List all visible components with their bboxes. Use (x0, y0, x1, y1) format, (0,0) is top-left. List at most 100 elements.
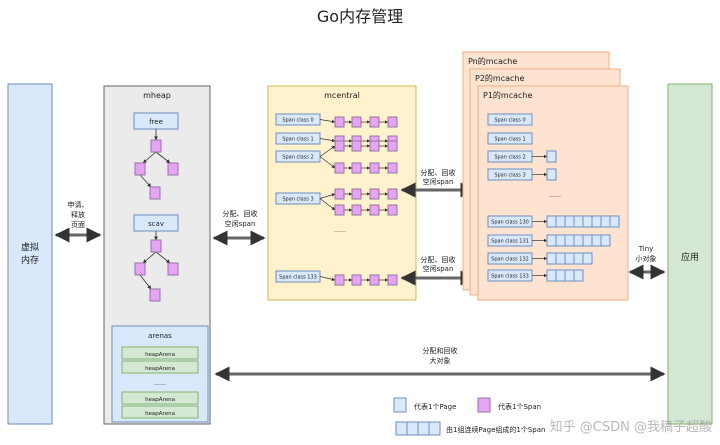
mcentral-span-class-label: Span class 2 (282, 155, 313, 161)
span-block (351, 274, 362, 286)
cache-page-block (546, 269, 557, 282)
link-arrow (319, 198, 336, 211)
span-block (351, 162, 362, 174)
heap-arena-label: heapArena (145, 352, 175, 358)
cache-page-block (591, 234, 602, 247)
mcentral-mcache-arrow-bottom-label-2: 空闲span (423, 264, 454, 273)
span-block (351, 204, 362, 216)
mheap-label: mheap (143, 91, 171, 100)
mcentral-ellipsis: …… (334, 227, 346, 234)
cache-page-block (555, 215, 566, 228)
virtual-memory-label-2: 内存 (21, 254, 39, 266)
cache-page-block (564, 252, 575, 265)
mcentral-span-classes: Span class 0 Span class 1 Span class 2 Span… (275, 113, 398, 286)
mcentral-span-class-label: Span class 0 (282, 118, 313, 124)
large-object-arrow-label-1: 分配和回收 (423, 346, 458, 355)
legend-page-label: 代表1个Page (414, 402, 456, 411)
span-block (387, 162, 398, 174)
span-block (351, 140, 362, 152)
heap-arena (121, 391, 199, 405)
large-object-arrow-label-2: 大对象 (430, 356, 451, 365)
span-block (387, 188, 398, 200)
virtual-memory-label-1: 虚拟 (21, 241, 39, 253)
mcache-ellipsis: …… (549, 192, 561, 199)
legend-span-label: 代表1个Span (498, 402, 541, 411)
page-title: Go内存管理 (317, 7, 403, 26)
heap-arena-list: heapArena heapArena …… heapArena heapAre… (121, 346, 199, 419)
application-label: 应用 (681, 251, 699, 263)
cache-page-block (555, 252, 566, 265)
free-span-tree (134, 129, 179, 200)
tiny-object-arrow-label-2: 小对象 (636, 254, 657, 263)
free-span (167, 162, 179, 176)
span-block (369, 116, 380, 128)
virtual-memory-box (7, 83, 53, 425)
heap-arena-label: heapArena (145, 366, 175, 372)
heap-arena-label: heapArena (145, 397, 175, 403)
pn-mcache-label: Pn的mcache (468, 56, 517, 66)
scav-span (149, 288, 161, 302)
cache-page-block (609, 215, 620, 228)
cache-page-block (573, 234, 584, 247)
span-block (334, 116, 345, 128)
span-block (387, 204, 398, 216)
span-block (334, 274, 345, 286)
mheap-mcentral-arrow-label-2: 空闲span (225, 219, 256, 228)
span-block (334, 162, 345, 174)
cache-page-block (564, 269, 575, 282)
arenas-label: arenas (148, 332, 172, 340)
cache-page-block (546, 252, 557, 265)
cache-page-block (546, 215, 557, 228)
scav-span (150, 239, 162, 253)
span-block (387, 116, 398, 128)
link-arrow (319, 138, 336, 143)
p2-mcache-label: P2的mcache (475, 73, 524, 83)
mcache-span-class-label: Span class 132 (491, 257, 529, 263)
span-block (351, 116, 362, 128)
tiny-object-arrow-label-1: Tiny (638, 245, 654, 253)
cache-page-block (564, 215, 575, 228)
heap-arena (121, 360, 199, 374)
span-block (334, 204, 345, 216)
scav-span (167, 262, 179, 276)
link-arrow (319, 276, 336, 281)
mcentral-span-class-label: Span class 1 (282, 137, 313, 143)
mcache-span-class-box (487, 113, 533, 126)
cache-page-block (546, 168, 557, 181)
legend: 代表1个Page 代表1个Span 由1组连续Page组成的1个Span (393, 397, 545, 436)
cache-page-block (573, 269, 584, 282)
legend-page-swatch (393, 397, 407, 413)
mcache-span-class-label: Span class 3 (494, 173, 525, 179)
span-block (369, 274, 380, 286)
mheap-mcentral-arrow-label-1: 分配、回收 (223, 209, 258, 218)
mcache-span-class-label: Span class 131 (491, 239, 529, 245)
mcache-span-class-box (487, 132, 533, 145)
link-arrow (319, 156, 336, 169)
span-block (387, 274, 398, 286)
watermark: 知乎 @CSDN @我稿子超酸 (550, 419, 712, 435)
mcentral-label: mcentral (324, 91, 360, 100)
mcache-span-class-label: Span class 0 (494, 118, 525, 124)
cache-page-block (564, 234, 575, 247)
vm-mheap-arrow-label-3: 页面 (71, 221, 85, 229)
cache-page-block (591, 215, 602, 228)
legend-multi-page-label: 由1组连续Page组成的1个Span (446, 425, 545, 434)
mcentral-span-class-label: Span class 3 (282, 197, 313, 203)
span-block (369, 188, 380, 200)
mcentral-mcache-arrow-top-label-2: 空闲span (423, 177, 454, 186)
link-arrow (319, 145, 336, 157)
mcentral-mcache-arrow-bottom-label-1: 分配、回收 (421, 255, 456, 264)
mcentral-mcache-arrow-top-label-1: 分配、回收 (421, 168, 456, 177)
span-block (369, 140, 380, 152)
mcache-span-class-label: Span class 133 (491, 274, 529, 280)
span-block (369, 162, 380, 174)
free-label: free (149, 118, 163, 126)
span-block (369, 204, 380, 216)
p1-mcache-label: P1的mcache (483, 90, 532, 100)
free-span (150, 139, 162, 153)
heap-arena-ellipsis: …… (154, 380, 166, 387)
scav-span-tree (134, 231, 179, 302)
cache-page-block (573, 215, 584, 228)
span-block (387, 140, 398, 152)
